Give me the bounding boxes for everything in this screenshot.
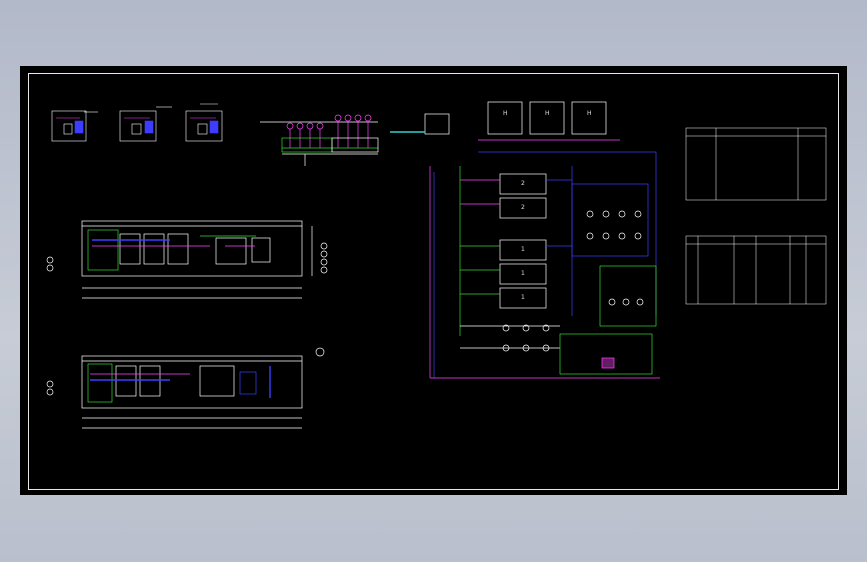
tank-label-5: 1: [521, 294, 526, 301]
table-1: [685, 127, 827, 201]
tank-label-3: 1: [521, 246, 526, 253]
tower-label-3: H: [587, 110, 592, 117]
drawing-border-frame: [28, 73, 839, 490]
tower-label-2: H: [545, 110, 550, 117]
system-schematic: [390, 101, 660, 379]
tank-label-2: 2: [521, 204, 526, 211]
cad-drawing-svg: [46, 101, 827, 429]
manifold-detail: [260, 114, 379, 166]
floor-plan-2: [46, 347, 325, 429]
detail-3: [185, 103, 223, 142]
detail-2: [119, 106, 172, 142]
detail-1: [51, 110, 98, 142]
table-2: [685, 235, 827, 305]
cad-drawing-canvas[interactable]: H H H 2 2 1 1 1: [20, 66, 847, 495]
tank-label-1: 2: [521, 180, 526, 187]
tower-label-1: H: [503, 110, 508, 117]
floor-plan-1: [46, 220, 328, 299]
tank-label-4: 1: [521, 270, 526, 277]
